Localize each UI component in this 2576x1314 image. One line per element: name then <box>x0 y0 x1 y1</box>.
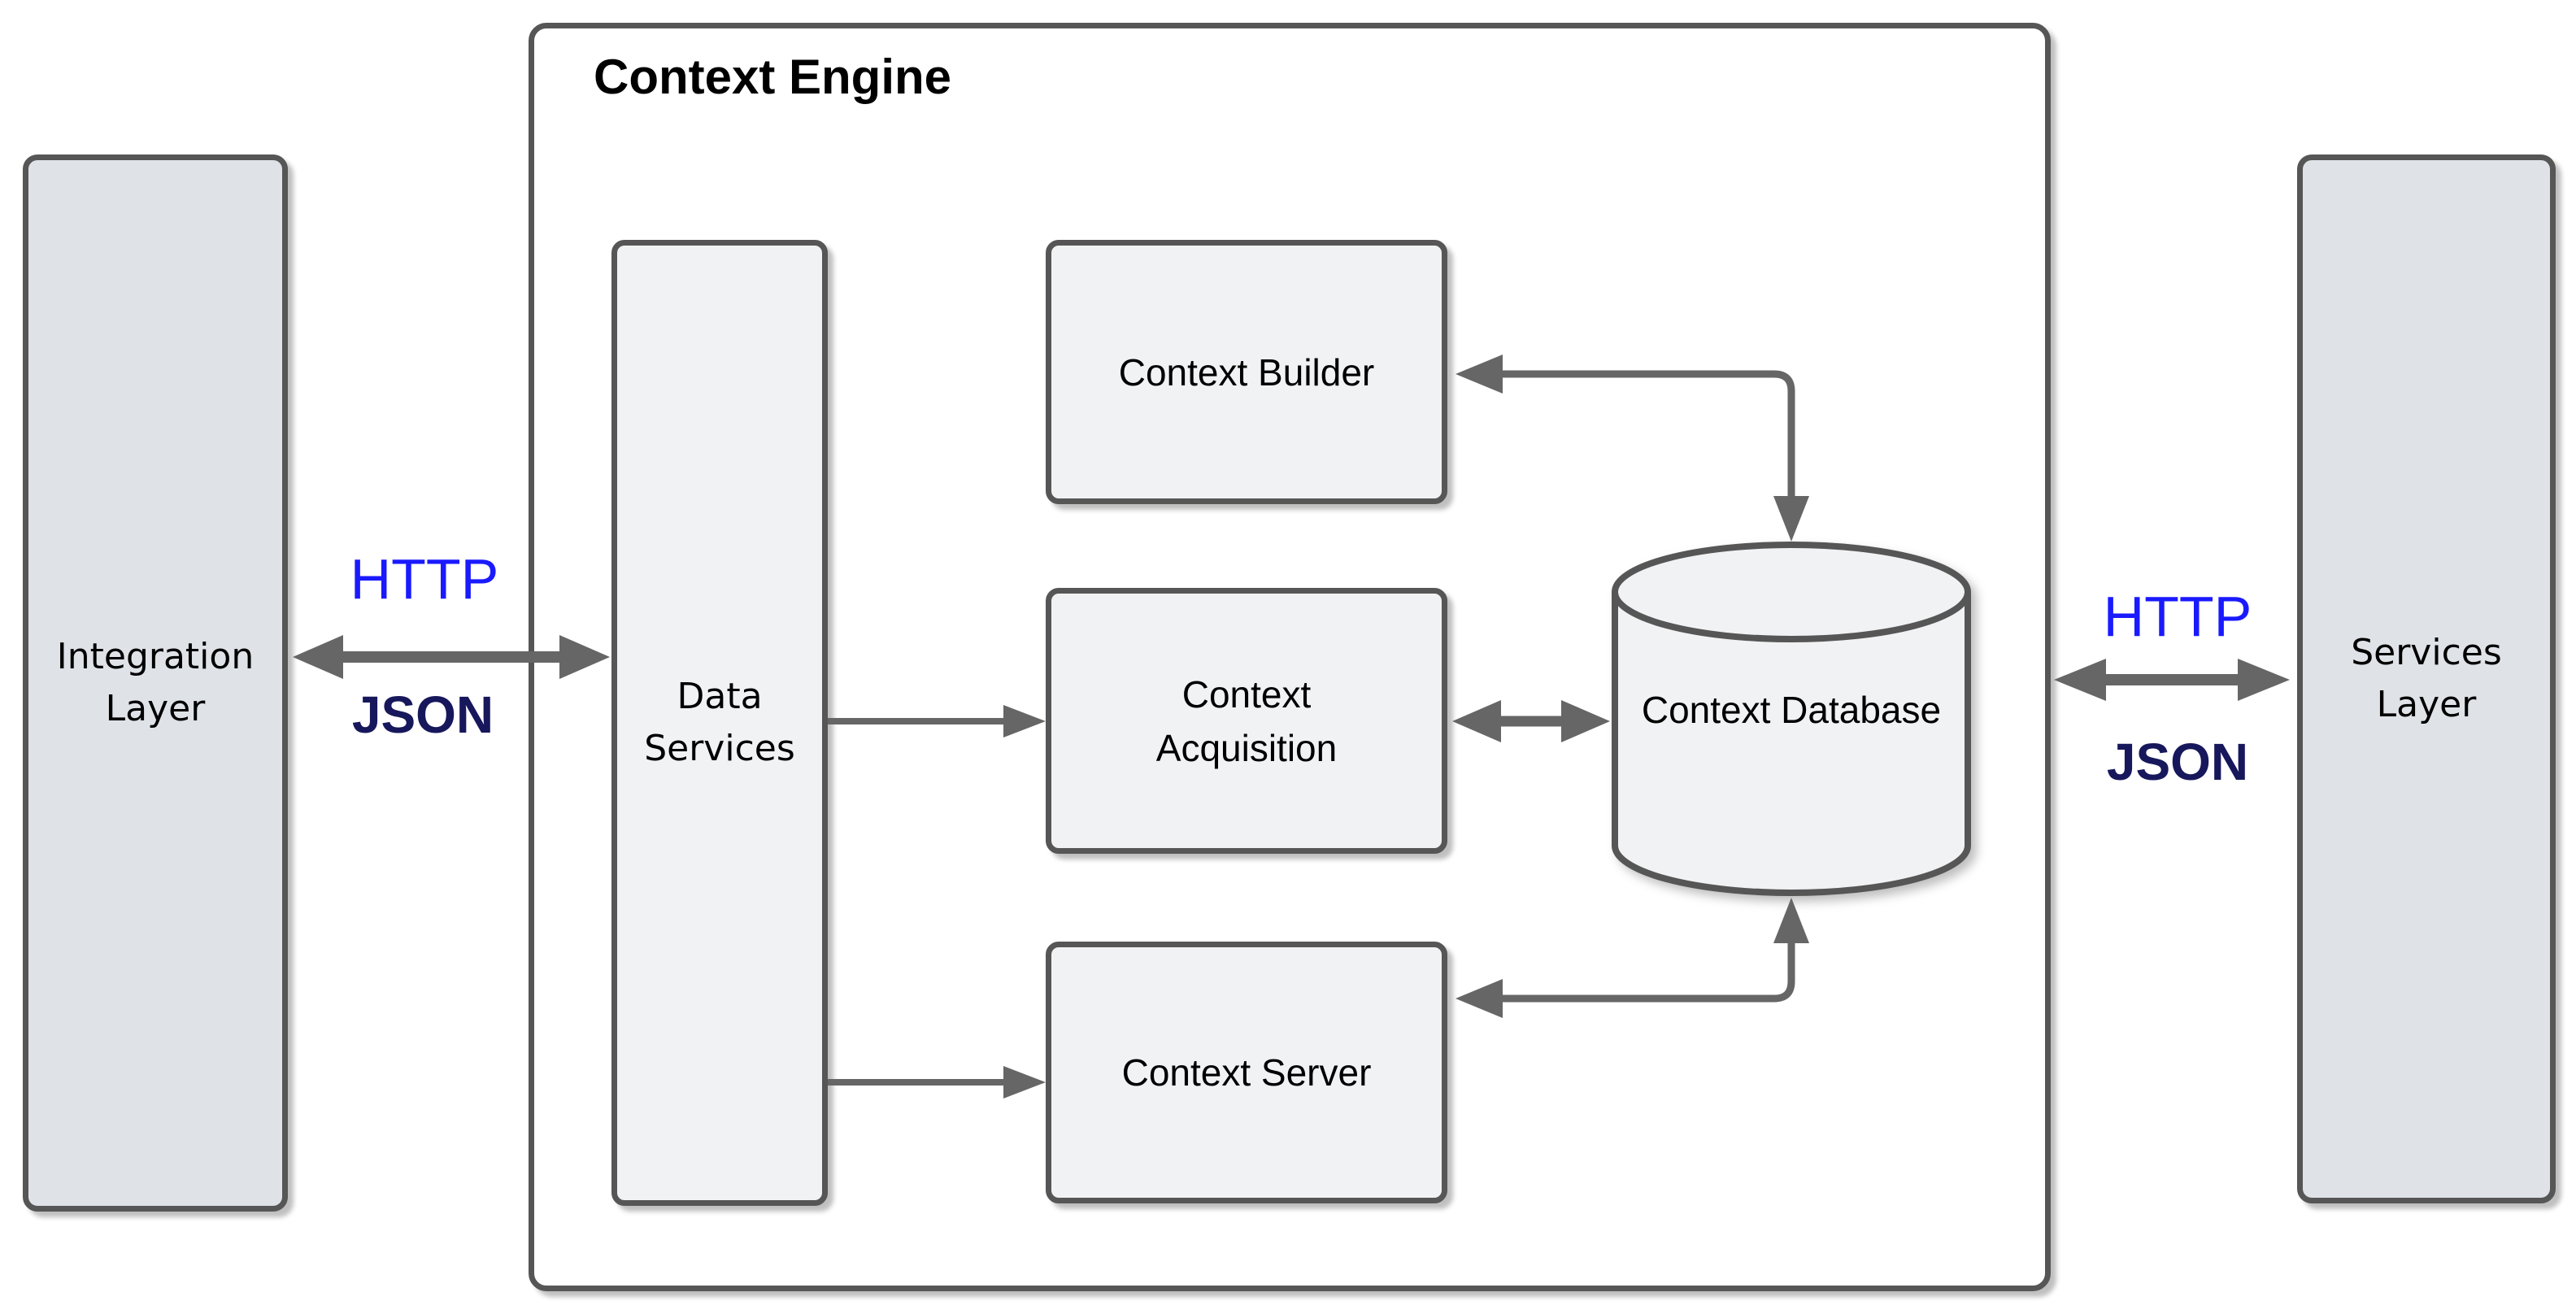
context-acquisition-label: Context Acquisition <box>1155 672 1338 769</box>
context-acquisition-node: Context Acquisition <box>1046 588 1447 854</box>
data-services-label: Data Services <box>644 676 795 769</box>
context-builder-label: Context Builder <box>1118 350 1375 394</box>
context-engine-title: Context Engine <box>594 50 952 104</box>
http-label-right: HTTP <box>2103 585 2252 648</box>
context-server-label: Context Server <box>1121 1051 1372 1094</box>
json-label-right: JSON <box>2106 733 2249 791</box>
data-services-node: Data Services <box>611 240 828 1206</box>
context-database-label: Context Database <box>1641 689 1942 731</box>
json-label-left: JSON <box>351 685 494 744</box>
context-server-node: Context Server <box>1046 942 1447 1203</box>
services-layer-label: Services Layer <box>2351 632 2502 725</box>
edge-engine-serviceslayer <box>2054 659 2290 701</box>
context-builder-node: Context Builder <box>1046 240 1447 504</box>
integration-layer-label: Integration Layer <box>56 636 255 729</box>
integration-layer-node: Integration Layer <box>23 154 288 1212</box>
http-label-left: HTTP <box>350 547 499 611</box>
services-layer-node: Services Layer <box>2297 154 2556 1203</box>
